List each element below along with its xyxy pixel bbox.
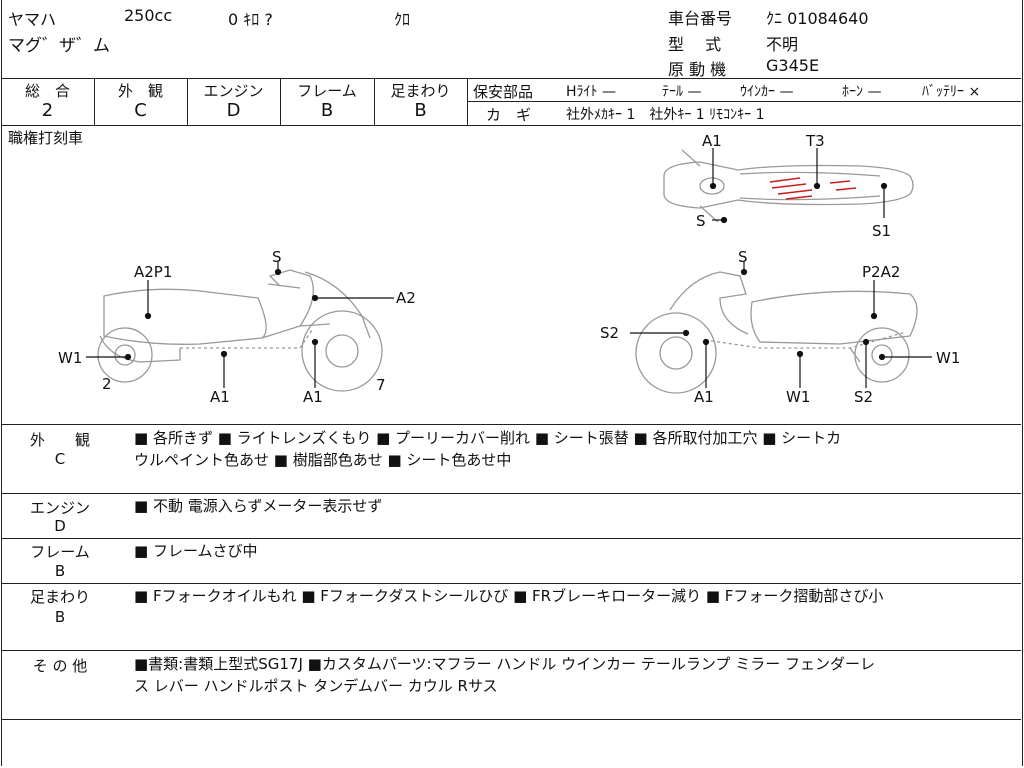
label-s2-right-b: S2 [854,388,873,406]
divider [1,424,1021,425]
safety-headlight: Hﾗｲﾄ — [566,84,616,100]
exterior-value: C [134,100,147,121]
label-t3-top: T3 [805,132,825,150]
divider [94,78,95,125]
label-2-left: 2 [102,375,112,393]
note-engine-line1: ■ 不動 電源入らずメーター表示せず [134,497,383,515]
label-a1-left-a: A1 [210,388,230,406]
note-frame-grade: B [54,562,66,580]
note-other-line1: ■書類:書類上型式SG17J ■カスタムパーツ:マフラー ハンドル ウインカー … [134,655,875,673]
divider [1,493,1021,494]
label-a2p1-left: A2P1 [134,263,172,281]
note-other-line2: ス レバー ハンドルポスト タンデムバー カウル Rサス [134,677,498,695]
suspension-grade-value: B [414,100,427,121]
divider [374,78,375,125]
color: ｸﾛ [394,10,411,29]
note-exterior-line2: ウルペイント色あせ ■ 樹脂部色あせ ■ シート色あせ中 [134,451,512,469]
safety-title: 保安部品 [473,83,534,101]
diagram-section-label: 職権打刻車 [8,129,84,147]
scooter-diagram: A1 T3 S S1 S A2P1 A2 W1 2 A1 A1 7 S P2A2… [58,132,960,406]
note-suspension-label: 足まわり [29,588,90,606]
engine-model-label: 原 動 機 [668,60,727,79]
suspension-grade-label: 足まわり [390,82,451,100]
divider [1,583,1021,584]
frame-grade-value: B [320,100,334,121]
divider [1,719,1021,720]
maker: ヤマハ [8,10,57,29]
divider [467,101,1021,102]
chassis-value: ｸﾆ 01084640 [766,9,869,28]
divider [1,125,1021,126]
label-7-left: 7 [376,376,386,394]
type-value: 不明 [766,35,799,54]
safety-horn: ﾎｰﾝ — [842,84,882,100]
divider [280,78,281,125]
label-w1-left: W1 [58,349,82,367]
label-a1-left-b: A1 [303,388,323,406]
divider [187,78,188,125]
note-engine-grade: D [54,517,66,535]
engine-grade-label: エンジン [203,82,264,100]
safety-battery: ﾊﾞｯﾃﾘｰ × [922,84,981,100]
label-s2-right-a: S2 [600,324,619,342]
label-a1-right: A1 [694,388,714,406]
exterior-label: 外 観 [117,82,163,100]
damage-marks [769,177,857,200]
key-value: 社外ﾒｶｷｰ 1 社外ｷｰ 1 ﾘﾓｺﾝｷｰ 1 [566,107,765,123]
note-other-label: そ の 他 [32,657,88,675]
safety-winker: ｳｲﾝｶｰ — [740,84,794,100]
scooter-right-view [635,271,918,394]
engine-model-value: G345E [766,56,820,75]
chassis-label: 車台番号 [668,9,733,28]
divider [1,650,1021,651]
note-frame-label: フレーム [30,543,90,561]
divider [1,78,1021,79]
divider [1,538,1021,539]
displacement: 250cc [124,6,173,25]
note-exterior-grade: C [54,450,66,468]
note-engine-label: エンジン [29,499,90,517]
label-a1-top: A1 [702,132,722,150]
label-w1-right-b: W1 [786,388,810,406]
mileage: 0 ｷﾛ ? [228,10,273,29]
total-label: 総 合 [24,82,70,100]
scooter-top-view [663,149,914,223]
safety-tail: ﾃｰﾙ — [662,84,702,100]
frame-grade-label: フレーム [297,82,357,100]
note-exterior-label: 外 観 [29,431,90,449]
label-s-top: S [696,212,706,230]
key-label: カ ギ [486,106,532,124]
model-name: マグ゛ザ゛ム [8,36,110,56]
note-suspension-grade: B [54,608,66,626]
total-value: 2 [41,100,54,121]
type-label: 型 式 [668,35,722,54]
scooter-left-view [97,269,383,392]
engine-grade-value: D [226,100,241,121]
label-p2a2-right: P2A2 [862,263,900,281]
label-s-right: S [738,248,748,266]
note-frame-line1: ■ フレームさび中 [134,542,258,560]
label-a2-left: A2 [396,289,416,307]
note-exterior-line1: ■ 各所きず ■ ライトレンズくもり ■ プーリーカバー削れ ■ シート張替 ■… [134,429,842,447]
divider [467,78,468,125]
note-suspension-line1: ■ Fフォークオイルもれ ■ Fフォークダストシールひび ■ FRブレーキロータ… [134,587,884,605]
label-s-left: S [272,248,282,266]
label-s1-top: S1 [872,222,891,240]
label-w1-right: W1 [936,349,960,367]
